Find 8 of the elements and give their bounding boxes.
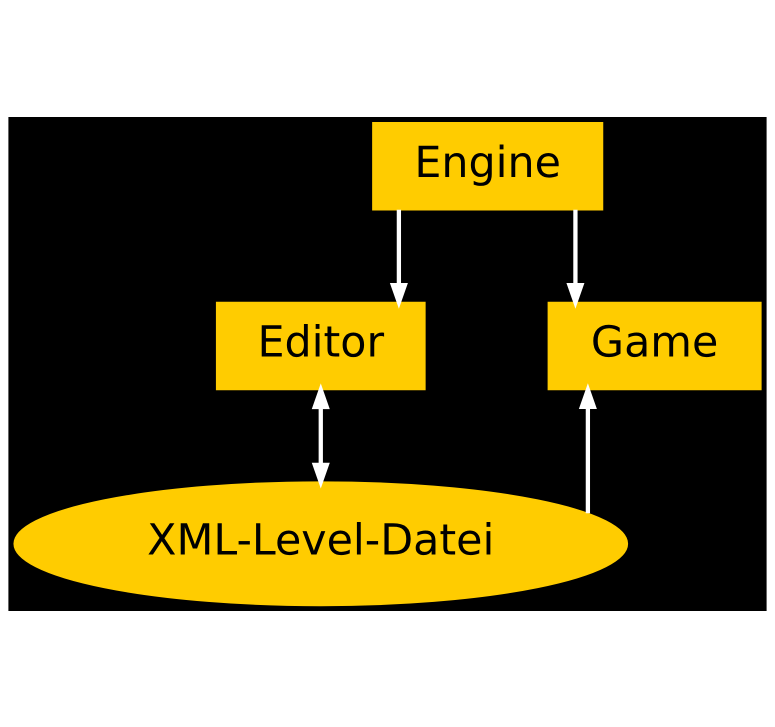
arrow (390, 209, 408, 308)
node-box: Game (548, 301, 762, 390)
node-ellipse: XML-Level-Datei (13, 480, 628, 606)
node-box: Engine (372, 122, 604, 210)
arrow (312, 382, 330, 488)
arrow (578, 382, 597, 513)
arrow (566, 209, 584, 308)
node-box: Editor (216, 301, 426, 390)
